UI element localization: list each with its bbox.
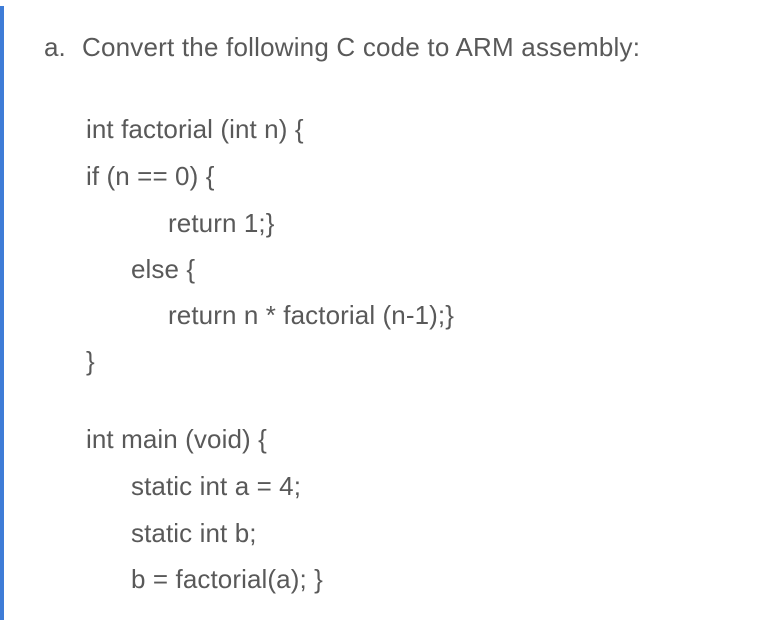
question-title: Convert the following C code to ARM asse…	[82, 32, 641, 62]
code-line-closing-brace: }	[86, 346, 95, 376]
code-line-else: else {	[131, 254, 196, 284]
code-line-if-condition: if (n == 0) {	[86, 161, 215, 191]
code-line-return-1: return 1;}	[168, 208, 275, 238]
code-line-b-assignment: b = factorial(a); }	[131, 564, 323, 594]
left-border-line	[0, 6, 4, 620]
question-header: a. Convert the following C code to ARM a…	[44, 30, 640, 64]
question-list-marker: a.	[44, 32, 66, 62]
code-line-int-main: int main (void) {	[86, 424, 267, 454]
code-line-return-recursive: return n * factorial (n-1);}	[168, 300, 455, 330]
code-line-static-int-a: static int a = 4;	[131, 471, 302, 501]
code-line-int-factorial: int factorial (int n) {	[86, 114, 304, 144]
code-line-static-int-b: static int b;	[131, 518, 257, 548]
